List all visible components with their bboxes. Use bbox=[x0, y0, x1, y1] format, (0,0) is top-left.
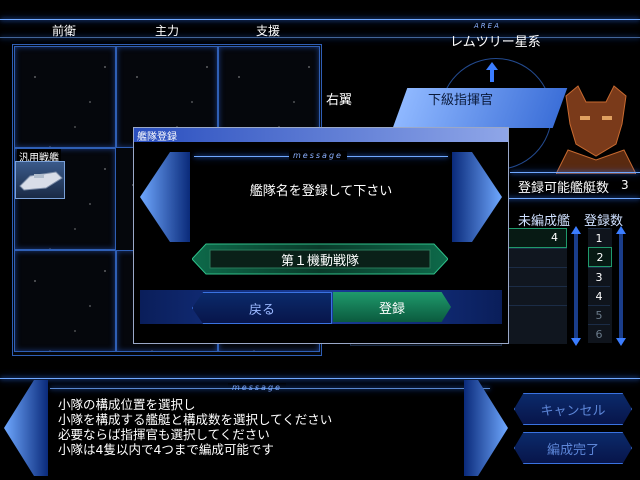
unorganized-count: 4 bbox=[551, 231, 558, 244]
top-frame-line-2 bbox=[0, 37, 640, 38]
register-count-4[interactable]: 4 bbox=[588, 286, 610, 305]
registerable-label: 登録可能艦艇数 bbox=[518, 181, 610, 196]
list-item[interactable]: 4 bbox=[505, 228, 567, 248]
bottom-message-tag: message bbox=[228, 383, 286, 392]
back-button[interactable]: 戻る bbox=[192, 292, 332, 324]
register-count-5[interactable]: 5 bbox=[588, 305, 610, 324]
area-tag: AREA bbox=[474, 22, 501, 30]
position-main-label: 主力 bbox=[155, 24, 180, 38]
instruction-line-2: 小隊を構成する艦艇と構成数を選択してください bbox=[58, 412, 333, 427]
grid-cell-front-bottom[interactable] bbox=[14, 250, 116, 352]
position-right-wing-label: 右翼 bbox=[326, 93, 353, 108]
instruction-line-1: 小隊の構成位置を選択し bbox=[58, 397, 196, 412]
register-count-2-selected[interactable]: 2 bbox=[588, 247, 612, 267]
bottom-message-line bbox=[50, 388, 490, 389]
position-support-label: 支援 bbox=[256, 24, 281, 38]
top-frame-line bbox=[0, 19, 640, 20]
bottom-frame-line bbox=[0, 378, 640, 379]
register-count-6[interactable]: 6 bbox=[588, 324, 610, 343]
fleet-register-dialog: 艦隊登録 message 艦隊名を登録して下さい 第１機動戦隊 戻る 登録 bbox=[133, 127, 509, 344]
battleship-unit-icon[interactable] bbox=[15, 161, 65, 199]
instruction-line-3: 必要ならば指揮官も選択してください bbox=[58, 427, 270, 442]
grid-cell-front-top[interactable] bbox=[14, 46, 116, 148]
dialog-message-tag: message bbox=[289, 151, 347, 160]
unorganized-list: 4 bbox=[505, 228, 567, 344]
bottom-left-arrow-icon bbox=[4, 380, 48, 476]
dialog-right-arrow-icon bbox=[452, 152, 502, 242]
commander-label: 下級指揮官 bbox=[428, 93, 494, 108]
grid-cell-front-mid[interactable] bbox=[14, 148, 116, 250]
formation-done-button[interactable]: 編成完了 bbox=[514, 432, 632, 464]
commander-portrait bbox=[555, 84, 637, 175]
dialog-title: 艦隊登録 bbox=[137, 131, 177, 143]
register-button[interactable]: 登録 bbox=[333, 292, 451, 322]
register-count-3[interactable]: 3 bbox=[588, 267, 610, 286]
fleet-name-input[interactable]: 第１機動戦隊 bbox=[191, 242, 449, 276]
instruction-text: 小隊の構成位置を選択し 小隊を構成する艦艇と構成数を選択してください 必要ならば… bbox=[58, 397, 332, 457]
registerable-value: 3 bbox=[621, 178, 629, 192]
dialog-prompt: 艦隊名を登録して下さい bbox=[249, 184, 393, 199]
registered-scrollbar[interactable] bbox=[616, 226, 626, 346]
registered-list: 1 2 3 4 5 6 bbox=[588, 228, 612, 343]
dialog-title-bar[interactable]: 艦隊登録 bbox=[134, 128, 508, 143]
area-name: レムツリー星系 bbox=[450, 35, 541, 50]
cancel-button[interactable]: キャンセル bbox=[514, 393, 632, 425]
instruction-line-4: 小隊は4隻以内で4つまで編成可能です bbox=[58, 442, 274, 457]
fleet-name-value: 第１機動戦隊 bbox=[280, 254, 359, 269]
bottom-right-arrow-icon bbox=[464, 380, 508, 476]
unit-label: 汎用戦艦 bbox=[17, 149, 61, 164]
position-front-label: 前衛 bbox=[52, 24, 77, 38]
register-count-1[interactable]: 1 bbox=[588, 228, 610, 247]
registerable-line bbox=[510, 172, 640, 173]
unorganized-scrollbar[interactable] bbox=[571, 226, 581, 346]
unorganized-header: 未編成艦 bbox=[518, 214, 571, 229]
register-button-label: 登録 bbox=[378, 301, 405, 317]
up-arrow-icon[interactable] bbox=[486, 62, 498, 82]
dialog-left-arrow-icon bbox=[140, 152, 190, 242]
registered-header: 登録数 bbox=[584, 214, 624, 229]
